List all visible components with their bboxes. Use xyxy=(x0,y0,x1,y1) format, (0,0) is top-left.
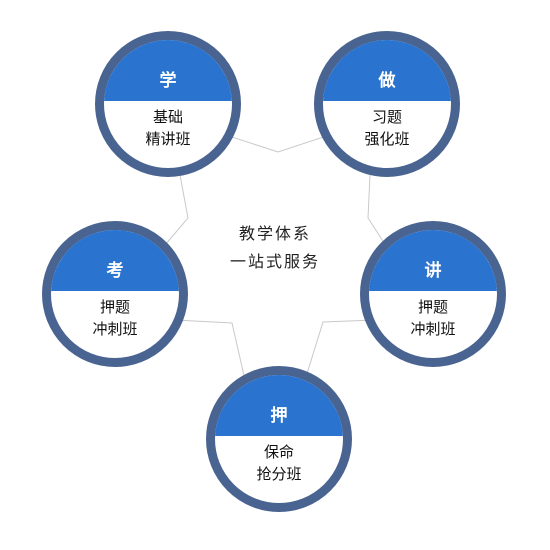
node-label-line1: 基础 xyxy=(152,107,183,126)
center-caption-line2: 一站式服务 xyxy=(229,252,320,271)
node-jiang: 讲 押题 冲刺班 xyxy=(360,221,506,367)
node-title: 学 xyxy=(104,40,232,102)
node-label: 押题 冲刺班 xyxy=(51,291,179,358)
node-label-line1: 押题 xyxy=(417,297,448,316)
connector-line xyxy=(174,319,246,381)
node-label-line1: 保命 xyxy=(263,442,294,461)
node-title: 做 xyxy=(323,40,451,102)
node-label-line1: 习题 xyxy=(371,107,402,126)
node-ya: 押 保命 抢分班 xyxy=(206,366,352,512)
node-label-line2: 精讲班 xyxy=(145,129,191,148)
node-label-line2: 抢分班 xyxy=(256,464,302,483)
connector-line xyxy=(304,319,376,381)
node-label: 押题 冲刺班 xyxy=(369,291,497,358)
node-label-line1: 押题 xyxy=(99,297,130,316)
node-label-line2: 冲刺班 xyxy=(92,319,138,338)
node-title: 押 xyxy=(215,375,343,437)
node-kao: 考 押题 冲刺班 xyxy=(42,221,188,367)
node-label: 保命 抢分班 xyxy=(215,436,343,503)
node-label-line2: 强化班 xyxy=(364,129,410,148)
center-caption: 教学体系 一站式服务 xyxy=(205,220,345,276)
node-label: 习题 强化班 xyxy=(323,101,451,168)
node-xue: 学 基础 精讲班 xyxy=(95,31,241,177)
node-label-line2: 冲刺班 xyxy=(410,319,456,338)
node-title: 考 xyxy=(51,230,179,292)
center-caption-line1: 教学体系 xyxy=(238,224,311,243)
node-title: 讲 xyxy=(369,230,497,292)
node-zuo: 做 习题 强化班 xyxy=(314,31,460,177)
node-label: 基础 精讲班 xyxy=(104,101,232,168)
